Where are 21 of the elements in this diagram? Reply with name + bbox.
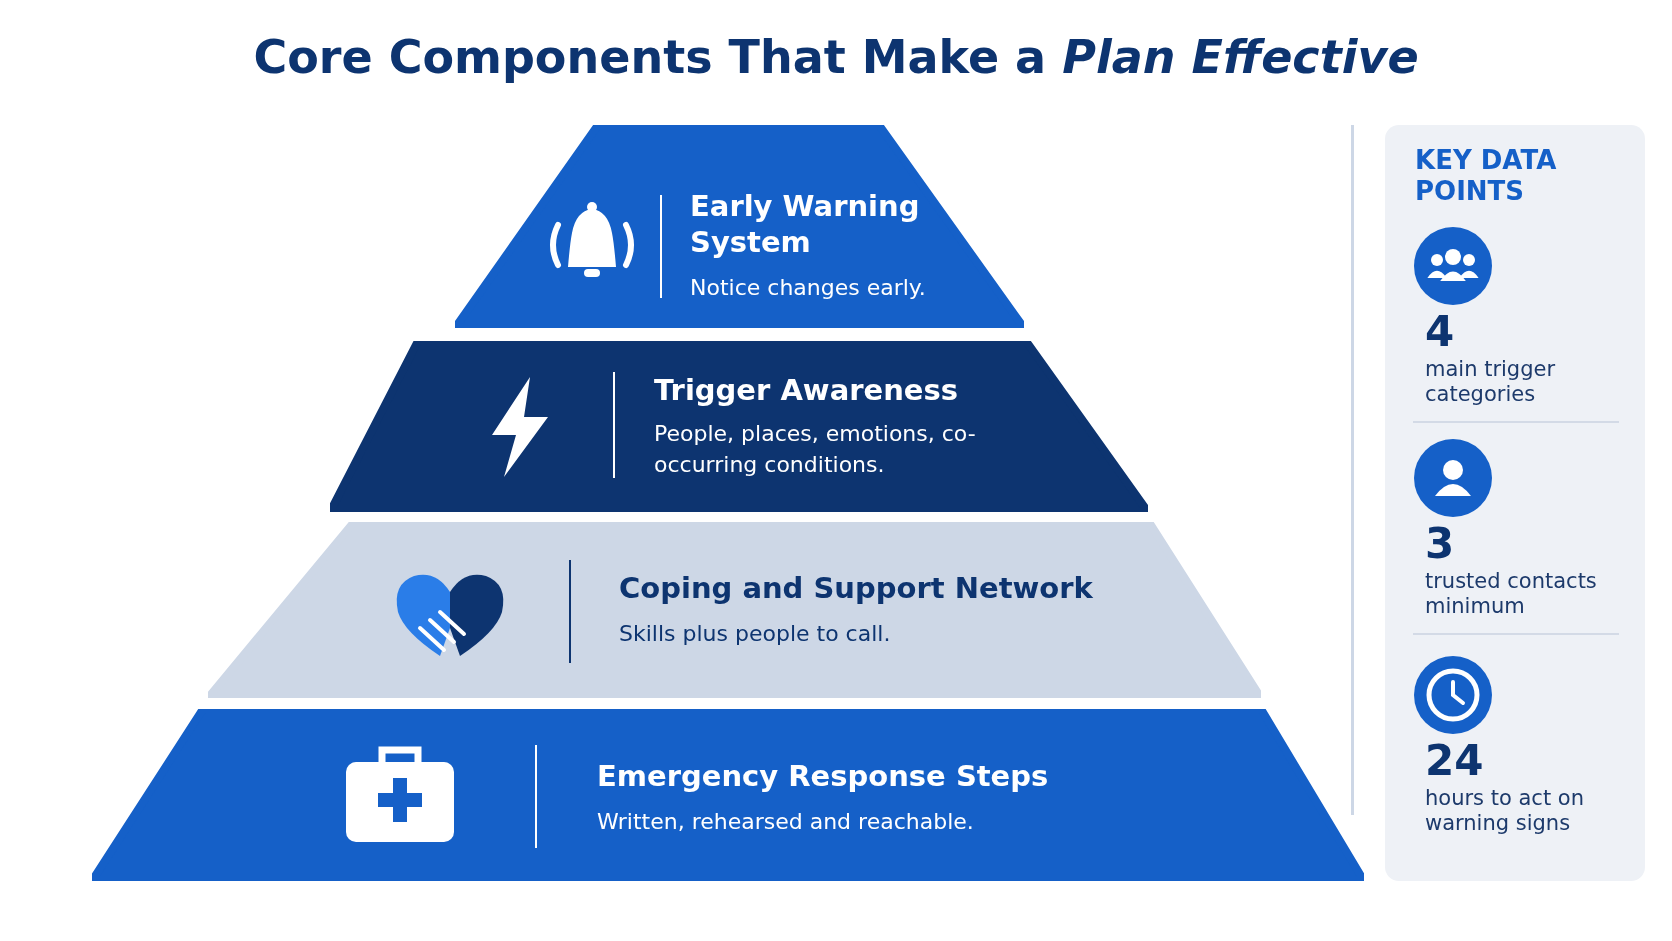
tier-description: Skills plus people to call. <box>619 620 892 648</box>
pyramid-tier <box>92 709 1364 881</box>
stat-number: 24 <box>1425 738 1484 784</box>
tier-heading: Coping and Support Network <box>619 570 1094 606</box>
panel-heading: KEY DATA POINTS <box>1415 145 1558 207</box>
pyramid-tier <box>208 522 1261 698</box>
stat-number: 3 <box>1425 521 1455 567</box>
tier-description: Notice changes early. <box>690 274 927 302</box>
tier-heading: Emergency Response Steps <box>597 758 1050 794</box>
stat-number: 4 <box>1425 309 1455 355</box>
tier-description: Written, rehearsed and reachable. <box>597 808 975 836</box>
stat-description: trusted contacts minimum <box>1425 569 1598 619</box>
pyramid-tier <box>330 341 1148 512</box>
title: Core Components That Make a Plan Effective <box>252 30 1420 84</box>
tier-heading: Trigger Awareness <box>654 372 960 408</box>
stat-description: main trigger categories <box>1425 357 1557 407</box>
tier-heading: Early Warning System <box>690 188 921 260</box>
pyramid-tier <box>455 125 1024 328</box>
key-data-panel <box>1385 125 1645 881</box>
stat-description: hours to act on warning signs <box>1425 786 1585 836</box>
tier-description: People, places, emotions, co-occurring conditions. <box>654 420 977 479</box>
